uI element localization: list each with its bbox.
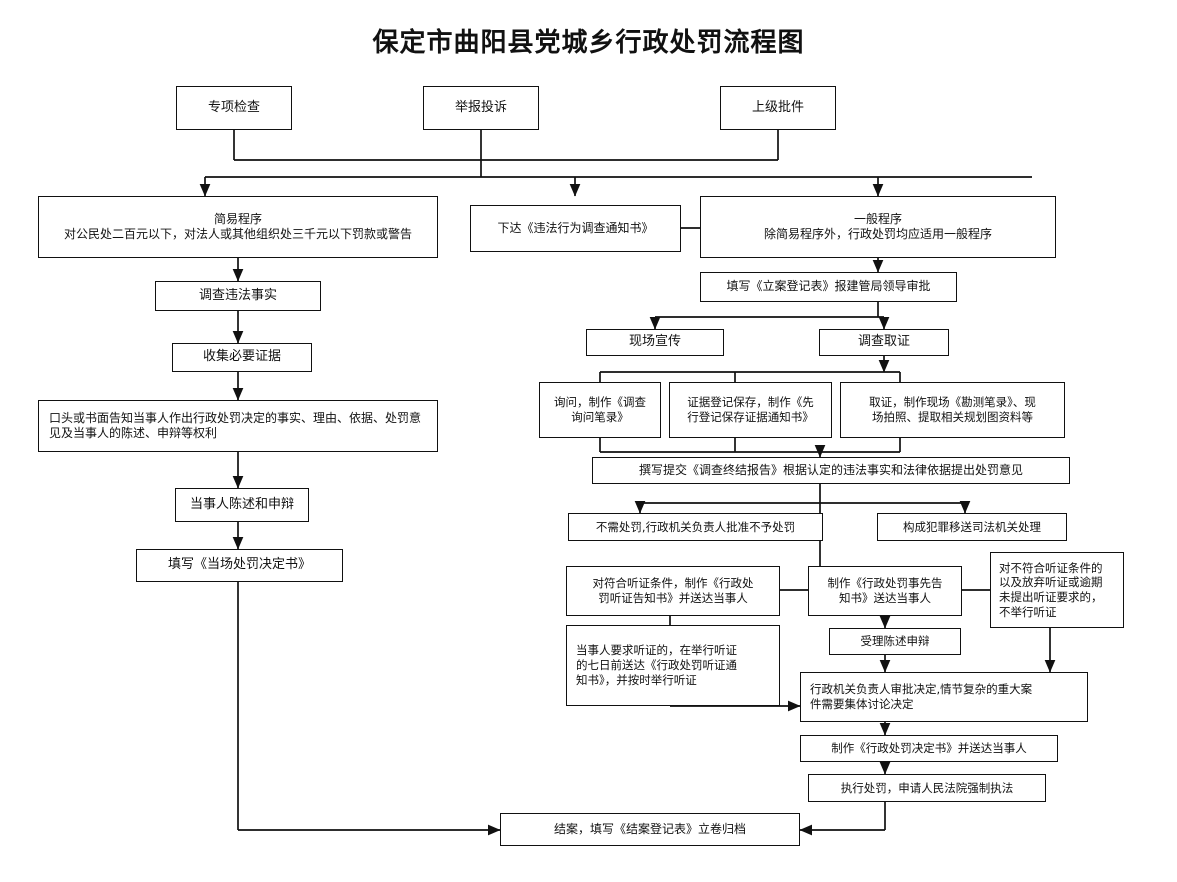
node-accept-statement-defense[interactable]: 受理陈述申辩 <box>829 628 961 655</box>
node-evidence-registration-preserve[interactable]: 证据登记保存，制作《先 行登记保存证据通知书》 <box>669 382 832 438</box>
node-general-procedure[interactable]: 一般程序 除简易程序外，行政处罚均应适用一般程序 <box>700 196 1056 258</box>
node-no-penalty-approval[interactable]: 不需处罚,行政机关负责人批准不予处罚 <box>568 513 823 541</box>
node-inform-party-rights[interactable]: 口头或书面告知当事人作出行政处罚决定的事实、理由、依据、处罚意见及当事人的陈述、… <box>38 400 438 452</box>
node-investigate-violation-fact[interactable]: 调查违法事实 <box>155 281 321 311</box>
node-onsite-penalty-decision[interactable]: 填写《当场处罚决定书》 <box>136 549 343 582</box>
node-close-case-archive[interactable]: 结案，填写《结案登记表》立卷归档 <box>500 813 800 846</box>
page-title: 保定市曲阳县党城乡行政处罚流程图 <box>372 28 805 58</box>
node-investigation-final-report[interactable]: 撰写提交《调查终结报告》根据认定的违法事实和法律依据提出处罚意见 <box>592 457 1070 484</box>
node-hold-hearing[interactable]: 当事人要求听证的，在举行听证 的七日前送达《行政处罚听证通 知书》，并按时举行听… <box>566 625 780 706</box>
node-collect-evidence[interactable]: 收集必要证据 <box>172 343 312 372</box>
node-special-inspection[interactable]: 专项检查 <box>176 86 292 130</box>
node-party-statement-defense[interactable]: 当事人陈述和申辩 <box>175 488 309 522</box>
node-inquiry-record[interactable]: 询问，制作《调查 询问笔录》 <box>539 382 661 438</box>
node-issue-investigation-notice[interactable]: 下达《违法行为调查通知书》 <box>470 205 681 252</box>
node-prior-notice-delivery[interactable]: 制作《行政处罚事先告 知书》送达当事人 <box>808 566 962 616</box>
node-onsite-publicity[interactable]: 现场宣传 <box>586 329 724 356</box>
node-execute-penalty[interactable]: 执行处罚，申请人民法院强制执法 <box>808 774 1046 802</box>
node-case-registration[interactable]: 填写《立案登记表》报建管局领导审批 <box>700 272 957 302</box>
node-investigation-evidence[interactable]: 调查取证 <box>819 329 949 356</box>
node-public-report[interactable]: 举报投诉 <box>423 86 539 130</box>
node-hearing-advance-notice[interactable]: 对符合听证条件，制作《行政处 罚听证告知书》并送达当事人 <box>566 566 780 616</box>
node-site-survey-record[interactable]: 取证，制作现场《勘测笔录》、现 场拍照、提取相关规划图资料等 <box>840 382 1065 438</box>
node-simple-procedure[interactable]: 简易程序 对公民处二百元以下，对法人或其他组织处三千元以下罚款或警告 <box>38 196 438 258</box>
node-no-hearing-condition[interactable]: 对不符合听证条件的 以及放弃听证或逾期 未提出听证要求的， 不举行听证 <box>990 552 1124 628</box>
node-leader-approval-decision[interactable]: 行政机关负责人审批决定,情节复杂的重大案 件需要集体讨论决定 <box>800 672 1088 722</box>
node-criminal-case-transfer[interactable]: 构成犯罪移送司法机关处理 <box>877 513 1067 541</box>
node-penalty-decision-delivery[interactable]: 制作《行政处罚决定书》并送达当事人 <box>800 735 1058 762</box>
node-superior-approval[interactable]: 上级批件 <box>720 86 836 130</box>
